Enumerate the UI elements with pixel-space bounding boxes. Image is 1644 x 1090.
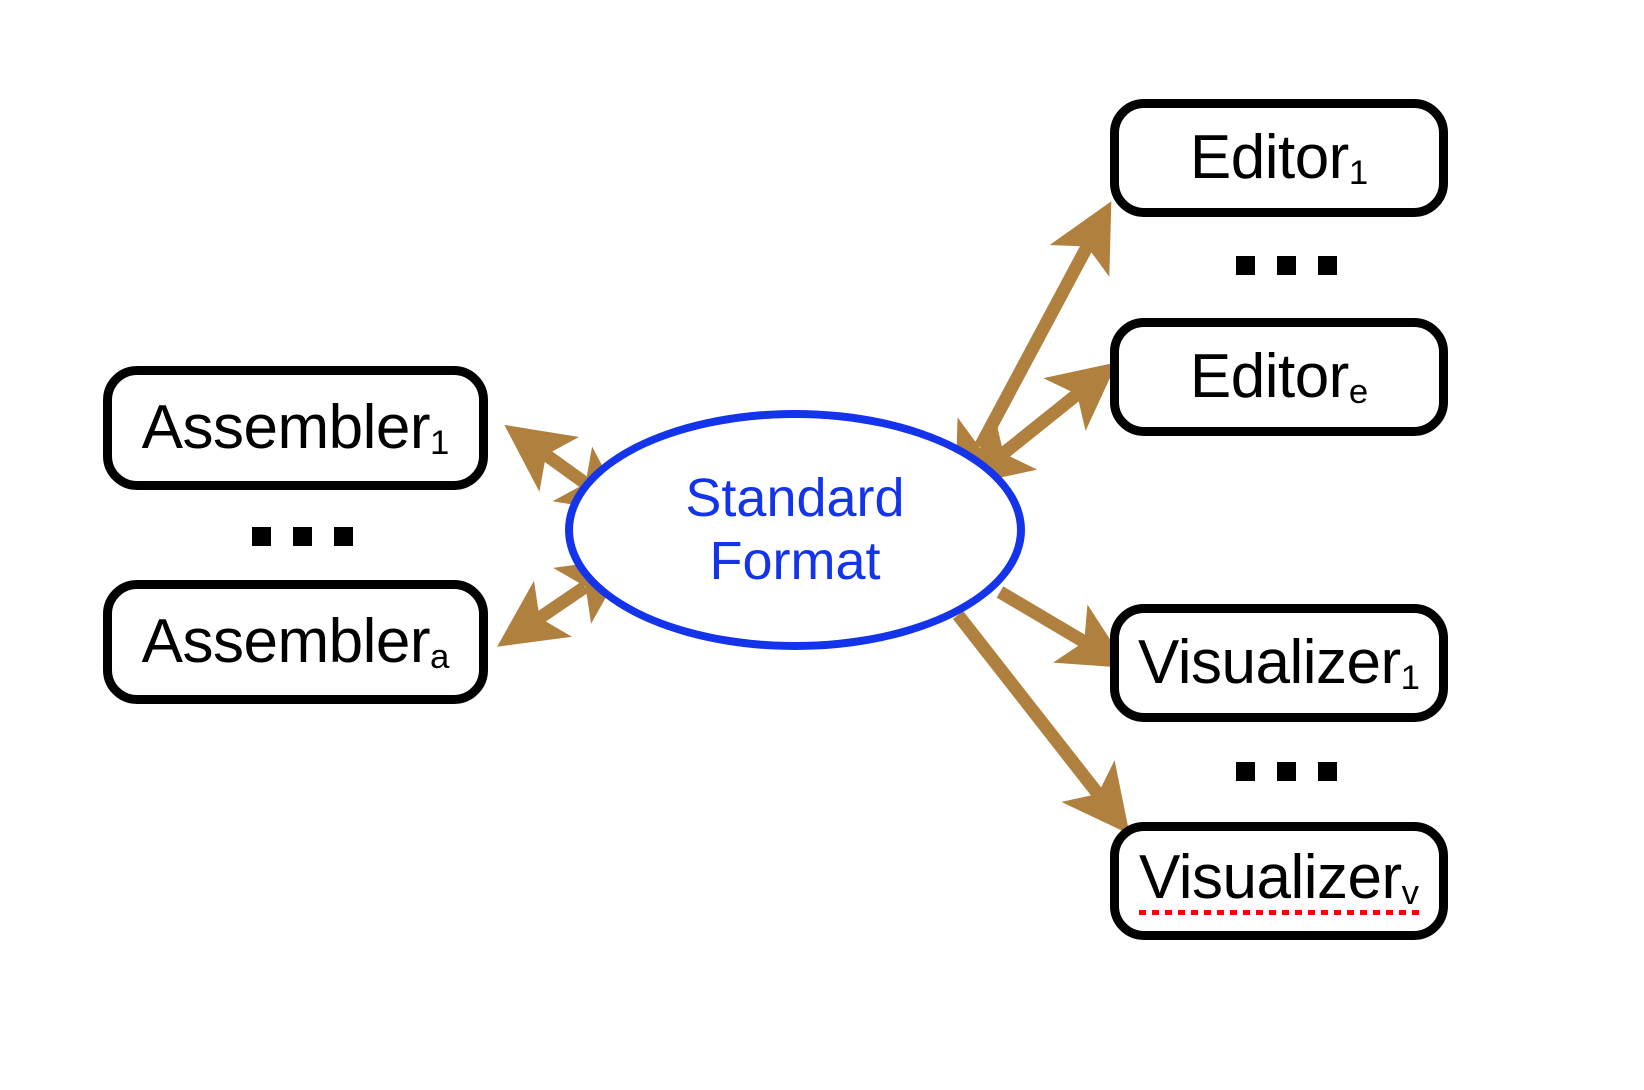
node-standard-format[interactable]: Standard Format [565,410,1025,650]
node-assembler-1-label: Assembler1 [141,393,450,462]
ellipsis-dot [1236,256,1255,275]
arrow-hub-visualizer-v [952,610,1130,835]
subscript: a [430,637,450,676]
ellipsis-visualizers [1236,762,1337,781]
node-editor-e-label: Editore [1189,342,1369,411]
ellipsis-dot [252,527,271,546]
node-visualizer-1[interactable]: Visualizer1 [1110,604,1448,722]
node-assembler-a-label: Assemblera [141,607,450,676]
arrow-hub-assembler-a [497,557,629,647]
arrow-hub-editor-e [963,362,1118,486]
ellipsis-editors [1236,256,1337,275]
subscript: 1 [430,423,450,462]
node-editor-1-label: Editor1 [1189,123,1369,192]
node-assembler-1[interactable]: Assembler1 [103,366,488,490]
node-editor-e[interactable]: Editore [1110,318,1448,436]
ellipsis-dot [293,527,312,546]
arrow-hub-visualizer-1 [996,586,1129,668]
ellipsis-dot [1277,256,1296,275]
subscript: 1 [1400,658,1420,697]
ellipsis-assemblers [252,527,353,546]
node-visualizer-v-label: Visualizerv [1138,847,1419,915]
subscript: e [1348,372,1369,411]
ellipsis-dot [1318,762,1337,781]
ellipsis-dot [334,527,353,546]
node-visualizer-v[interactable]: Visualizerv [1110,822,1448,940]
subscript: 1 [1348,153,1369,192]
ellipsis-dot [1277,762,1296,781]
arrow-hub-editor-1 [955,201,1112,493]
node-standard-format-label: Standard Format [685,468,905,591]
arrow-hub-assembler-1 [504,424,628,514]
node-visualizer-1-label: Visualizer1 [1138,628,1420,697]
ellipsis-dot [1236,762,1255,781]
subscript: v [1401,873,1419,912]
ellipsis-dot [1318,256,1337,275]
node-editor-1[interactable]: Editor1 [1110,99,1448,217]
node-assembler-a[interactable]: Assemblera [103,580,488,704]
